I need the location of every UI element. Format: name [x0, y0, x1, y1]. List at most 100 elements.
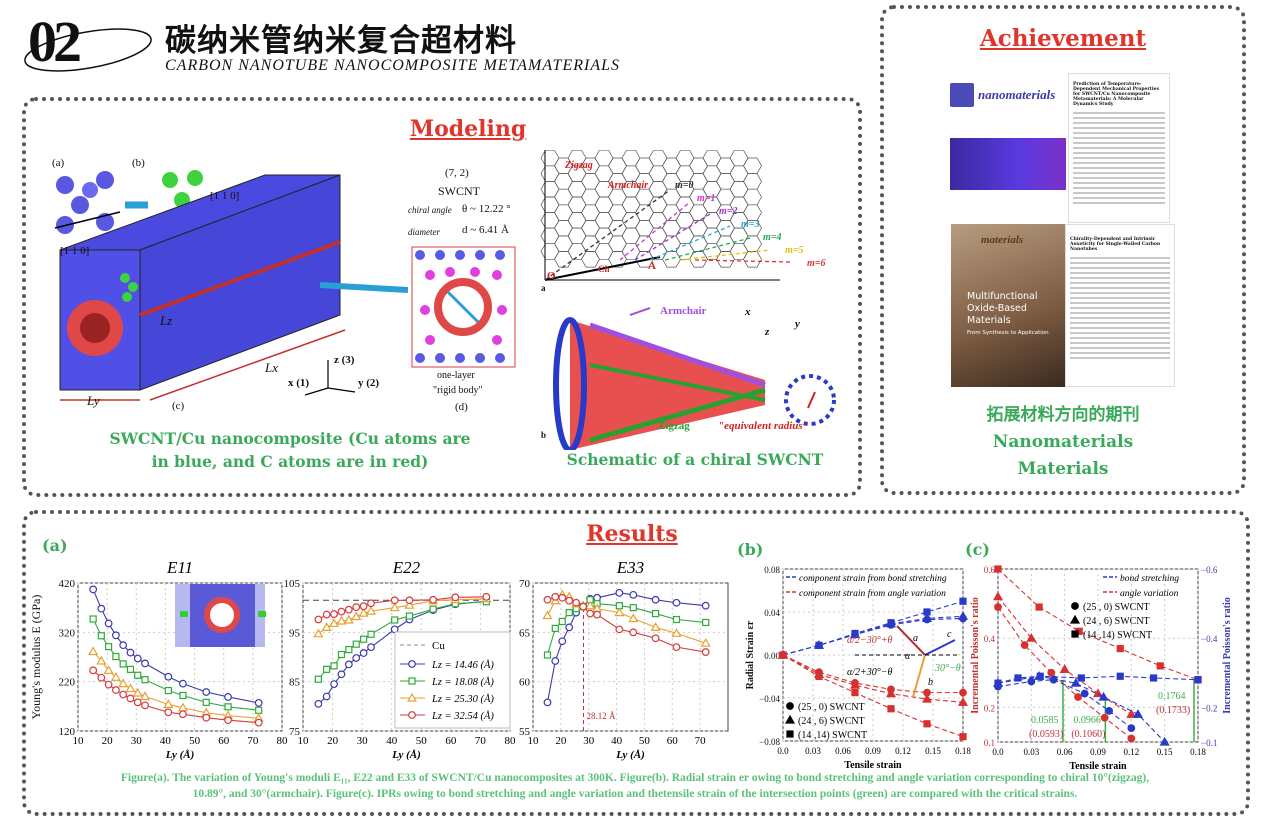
y-tick-label: 105	[284, 578, 301, 590]
data-point	[923, 608, 931, 616]
achievement-title: Achievement	[979, 25, 1147, 52]
y-right-axis-label: Incremental Poisson's ratio	[1222, 597, 1233, 713]
data-point	[542, 610, 553, 620]
data-point	[330, 662, 338, 670]
y-right-tick-label: −0.1	[1201, 738, 1217, 748]
data-point	[104, 680, 113, 689]
data-point	[367, 599, 375, 608]
data-point	[119, 641, 128, 650]
x-tick-label: 20	[555, 735, 567, 747]
x-tick-label: 60	[445, 735, 457, 747]
data-point	[1074, 693, 1082, 701]
legend-label: Cu	[432, 640, 445, 652]
swcnt-cone	[553, 307, 836, 450]
data-point	[1077, 674, 1085, 682]
critical-strain: (0.1733)	[1156, 705, 1190, 716]
journal-name: nanomaterials	[978, 87, 1056, 102]
x-tick-label: 30	[357, 735, 369, 747]
x-tick-label: 0.15	[925, 746, 941, 756]
data-point	[89, 666, 98, 675]
data-point	[1020, 641, 1029, 650]
series-line	[782, 654, 964, 738]
data-point	[111, 686, 120, 694]
inset-image	[175, 584, 266, 647]
paper-page-2: Chirality-Dependent and Intrinsic Auxeti…	[1065, 224, 1175, 387]
zigzag-b-label: Zigzag	[658, 420, 690, 432]
data-point	[672, 643, 681, 652]
series-line	[997, 679, 1132, 729]
inset-label: α/2+30°−θ	[847, 667, 893, 678]
journal-name: materials	[981, 234, 1024, 246]
direction-label: [1 1 0]	[210, 190, 240, 202]
data-point	[1071, 630, 1079, 638]
direction-label: [1 1 0]	[60, 245, 90, 257]
series-line	[782, 615, 964, 656]
one-layer-label: one-layer	[437, 370, 475, 381]
x-tick-label: 80	[277, 735, 289, 747]
x-tick-label: 0.18	[955, 746, 971, 756]
nanocomposite-box	[59, 174, 346, 401]
data-point	[224, 716, 232, 725]
data-point	[96, 655, 107, 665]
legend-label: (24 , 6) SWCNT	[1083, 616, 1150, 627]
diameter-label: diameter	[408, 227, 440, 237]
data-point	[959, 597, 967, 605]
x-tick-label: 0.06	[835, 746, 851, 756]
m-label: m=5	[785, 245, 803, 256]
data-point	[482, 592, 491, 601]
data-point	[1116, 644, 1124, 653]
x-tick-label: 0.12	[1123, 747, 1139, 757]
data-point	[391, 616, 399, 624]
data-point	[408, 677, 416, 685]
lz-label: Lz	[160, 313, 173, 328]
data-point	[344, 605, 353, 614]
data-point	[701, 601, 710, 610]
data-point	[254, 698, 263, 707]
journal-logo-nanomaterials: nanomaterials	[950, 80, 1065, 110]
bond-a	[896, 625, 926, 656]
x-tick-label: 0.09	[1090, 747, 1106, 757]
m-line	[544, 189, 671, 281]
legend: component strain from bond stretchingcom…	[784, 573, 947, 741]
book-title-line: Oxide-Based	[967, 303, 1027, 314]
y-tick-label: 60	[519, 677, 531, 689]
data-point	[118, 678, 129, 688]
m-line	[634, 213, 711, 261]
results-caption: Figure(a). The variation of Young's modu…	[40, 770, 1230, 802]
journal-icon	[950, 83, 974, 107]
data-point	[1194, 676, 1202, 684]
m-label: m=2	[719, 206, 737, 217]
data-point	[1149, 674, 1158, 682]
intersection-value: 0.1764	[1158, 691, 1186, 702]
data-point	[141, 701, 149, 710]
data-point	[202, 698, 210, 706]
data-point	[119, 660, 127, 668]
data-point	[132, 687, 143, 697]
series-line	[997, 675, 1166, 743]
y-right-tick-label: −0.6	[1201, 565, 1218, 575]
data-point	[1070, 677, 1081, 687]
data-point	[390, 596, 399, 605]
y-tick-label: 0.08	[764, 565, 780, 575]
data-point	[337, 607, 346, 616]
results-title: Results	[586, 521, 678, 547]
data-point	[700, 637, 711, 647]
data-point	[992, 677, 1004, 687]
book-subtitle: From Synthesis to Application	[967, 330, 1049, 336]
inset-label: a	[913, 633, 918, 644]
data-point	[786, 730, 794, 738]
x-axis-label: Tensile strain	[844, 760, 902, 771]
data-point	[358, 607, 369, 617]
data-point	[614, 607, 625, 617]
inset-label: c	[947, 629, 952, 640]
data-point	[351, 611, 362, 621]
inset-label: 30°−θ	[934, 663, 961, 674]
data-point	[551, 624, 559, 632]
data-point	[558, 593, 567, 602]
axis-z-label: z	[765, 326, 770, 338]
x-tick-label: 0.03	[1023, 747, 1039, 757]
x-tick-label: 50	[416, 735, 428, 747]
paper-page-1: Prediction of Temperature-Dependent Mech…	[1068, 73, 1170, 223]
m-line	[619, 201, 691, 261]
